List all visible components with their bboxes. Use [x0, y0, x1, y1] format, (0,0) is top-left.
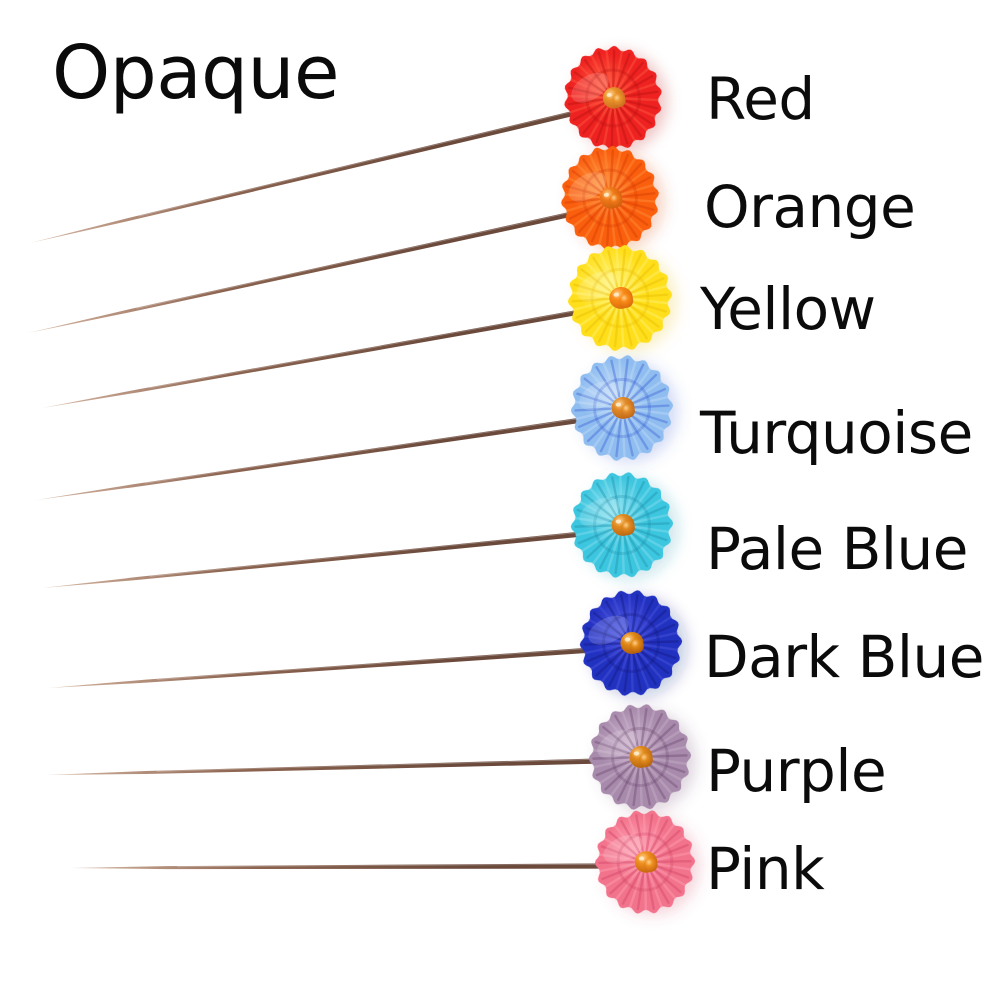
pin-shaft	[41, 308, 581, 412]
color-label-dark-blue: Dark Blue	[704, 623, 984, 691]
color-label-turquoise: Turquoise	[700, 399, 973, 467]
color-label-red: Red	[706, 65, 815, 133]
pin-shaft	[47, 646, 593, 692]
pin-head-pink	[584, 799, 706, 925]
pin-shaft	[46, 757, 601, 779]
color-label-orange: Orange	[704, 173, 916, 241]
pin-head-turquoise	[560, 344, 684, 472]
pin-head-red	[553, 35, 673, 161]
page-title: Opaque	[52, 30, 339, 116]
pin-head-orange	[550, 135, 670, 261]
pin-head-purple	[578, 693, 702, 821]
pin-head-yellow	[557, 234, 683, 362]
color-label-yellow: Yellow	[700, 275, 876, 343]
pin-shaft	[29, 109, 576, 247]
pin-head-dark-blue	[569, 579, 693, 707]
pin-head-pale-blue	[560, 461, 684, 589]
pin-shaft	[42, 530, 583, 592]
color-label-pale-blue: Pale Blue	[706, 515, 969, 583]
pin-shaft	[27, 210, 573, 337]
color-label-pink: Pink	[706, 835, 825, 903]
pin-shaft	[35, 416, 583, 504]
color-label-purple: Purple	[706, 737, 887, 805]
pin-shaft	[70, 862, 607, 872]
